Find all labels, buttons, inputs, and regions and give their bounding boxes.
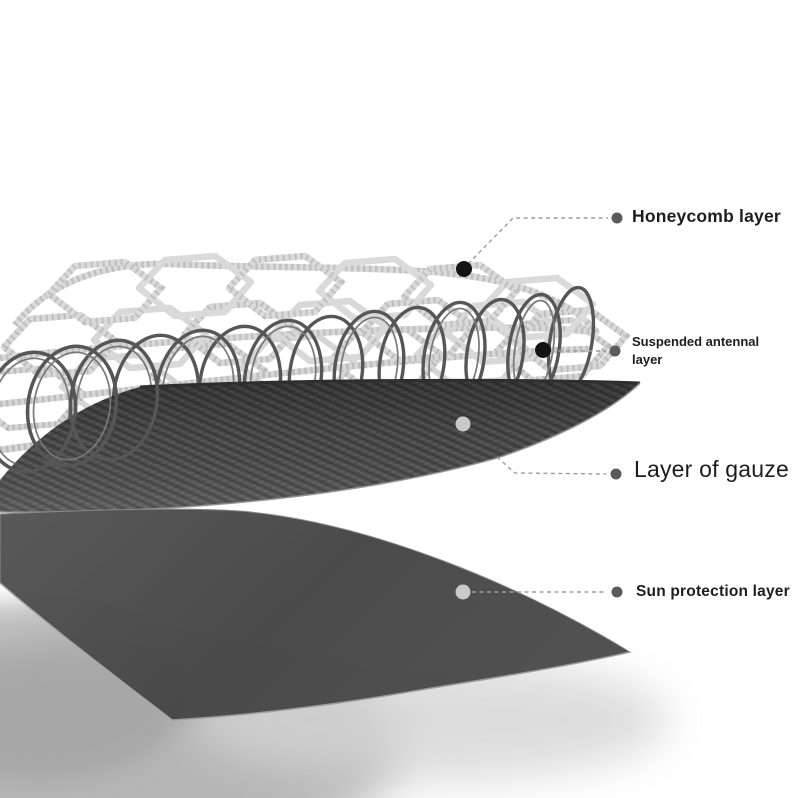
sun-sheet (0, 508, 632, 721)
gauze-callout-line (496, 456, 607, 475)
callout-suspended (535, 342, 621, 358)
label-sun-protection-layer: Sun protection layer (636, 583, 790, 600)
label-suspended-antennal-layer: Suspended antennal layer (632, 333, 759, 369)
label-layer-of-gauze: Layer of gauze (634, 456, 789, 482)
gauze-marker-dot (610, 468, 622, 480)
callout-sun (455, 584, 623, 600)
label-suspended-line1: Suspended antennal (632, 334, 760, 349)
gauze-anchor-dot (455, 416, 471, 432)
sun-anchor-dot (455, 584, 471, 600)
front-rings (0, 338, 160, 474)
callout-gauze (455, 416, 622, 480)
honeycomb-anchor-dot (456, 261, 472, 277)
sun-marker-dot (611, 586, 623, 598)
honeycomb-marker-dot (611, 212, 623, 224)
label-suspended-line2: layer (632, 352, 663, 367)
honeycomb-callout-line (467, 217, 608, 265)
label-honeycomb-layer: Honeycomb layer (632, 206, 781, 226)
callout-honeycomb (456, 212, 623, 277)
suspended-anchor-dot (535, 342, 551, 358)
gauze-sheet (0, 378, 641, 513)
suspended-marker-dot (609, 345, 621, 357)
